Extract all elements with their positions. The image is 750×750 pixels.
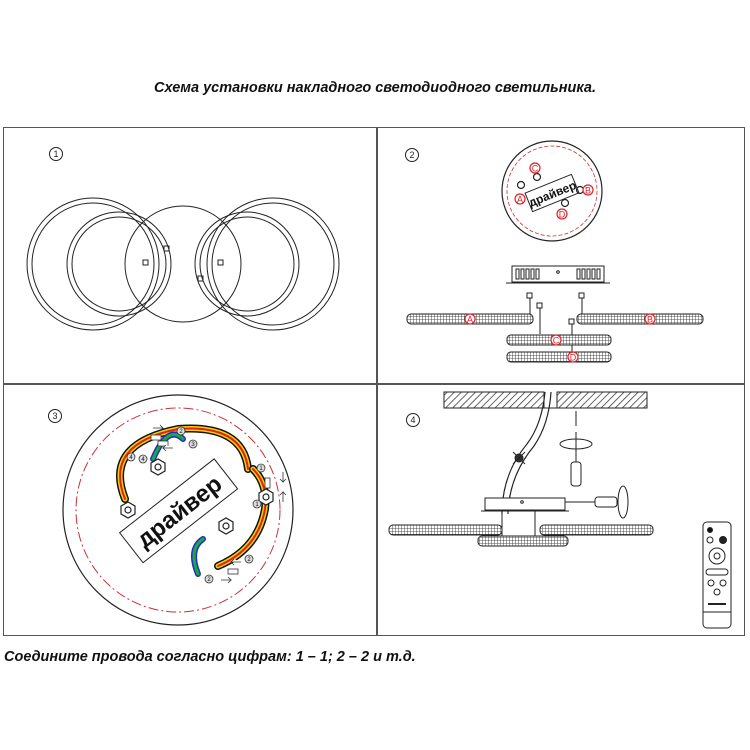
grid-divider-vertical xyxy=(376,127,378,636)
ring-outer-right xyxy=(206,197,340,331)
connection-markers: A B C D xyxy=(514,162,594,220)
diagram-title: Схема установки накладного светодиодного… xyxy=(154,80,596,96)
svg-text:B: B xyxy=(585,186,591,196)
supply-cable xyxy=(501,391,552,515)
svg-text:4: 4 xyxy=(129,455,133,461)
ring-inner-left xyxy=(66,211,172,317)
driver-box xyxy=(524,173,580,213)
svg-text:3: 3 xyxy=(191,442,195,448)
svg-text:A: A xyxy=(467,315,473,325)
svg-text:2: 2 xyxy=(247,557,251,563)
dashed-outline xyxy=(75,407,281,613)
wiring-diagram: драйвер 2 3 4 4 1 1 2 2 xyxy=(62,394,294,626)
led-bars xyxy=(388,524,654,547)
ceiling xyxy=(443,391,648,409)
step-number: 4 xyxy=(406,413,420,427)
panel-grid xyxy=(3,127,745,636)
wiring-instruction: Соедините провода согласно цифрам: 1 – 1… xyxy=(4,649,416,665)
svg-text:B: B xyxy=(647,315,653,325)
panel-1: 1 xyxy=(3,127,376,383)
mounting-plate-view: драйвер A B C D xyxy=(406,140,704,363)
installation-side-view xyxy=(388,391,732,629)
svg-text:1: 1 xyxy=(259,466,263,472)
driver-box xyxy=(118,458,239,564)
screwdriver-vertical xyxy=(559,411,593,487)
led-bar-d xyxy=(506,351,612,363)
svg-text:C: C xyxy=(532,164,539,174)
svg-text:D: D xyxy=(559,210,566,220)
led-bar-b xyxy=(576,313,704,325)
svg-text:2: 2 xyxy=(207,577,211,583)
svg-text:1: 1 xyxy=(255,502,259,508)
svg-text:D: D xyxy=(570,353,577,363)
base-plate: драйвер xyxy=(501,140,603,242)
mounting-nuts xyxy=(120,458,274,535)
base-plate xyxy=(62,394,294,626)
panel-2: 2 драйвер A B C D xyxy=(377,127,745,383)
screwdriver-horizontal xyxy=(565,485,629,519)
grid-divider-horizontal xyxy=(3,383,745,385)
wire-bundle-right xyxy=(191,465,270,577)
ring-outer-left xyxy=(26,197,160,331)
remote-control xyxy=(702,521,732,629)
svg-text:2: 2 xyxy=(179,429,183,435)
rings-top-view xyxy=(26,197,340,331)
svg-text:4: 4 xyxy=(141,457,145,463)
connector-arrows xyxy=(150,424,287,584)
panel-3: 3 драйвер 2 3 xyxy=(3,384,376,636)
wire-number-tags: 2 3 4 4 1 1 2 2 xyxy=(126,426,266,584)
driver-housing-side xyxy=(506,265,610,284)
panel-4: 4 xyxy=(377,384,745,636)
svg-text:A: A xyxy=(517,195,523,205)
step-number: 3 xyxy=(48,409,62,423)
ring-inner-right xyxy=(194,211,300,317)
center-disc xyxy=(124,205,242,323)
step-number: 1 xyxy=(49,147,63,161)
step-number: 2 xyxy=(405,148,419,162)
svg-text:C: C xyxy=(553,336,560,346)
led-bars xyxy=(406,292,704,363)
cable-connector xyxy=(512,451,526,465)
